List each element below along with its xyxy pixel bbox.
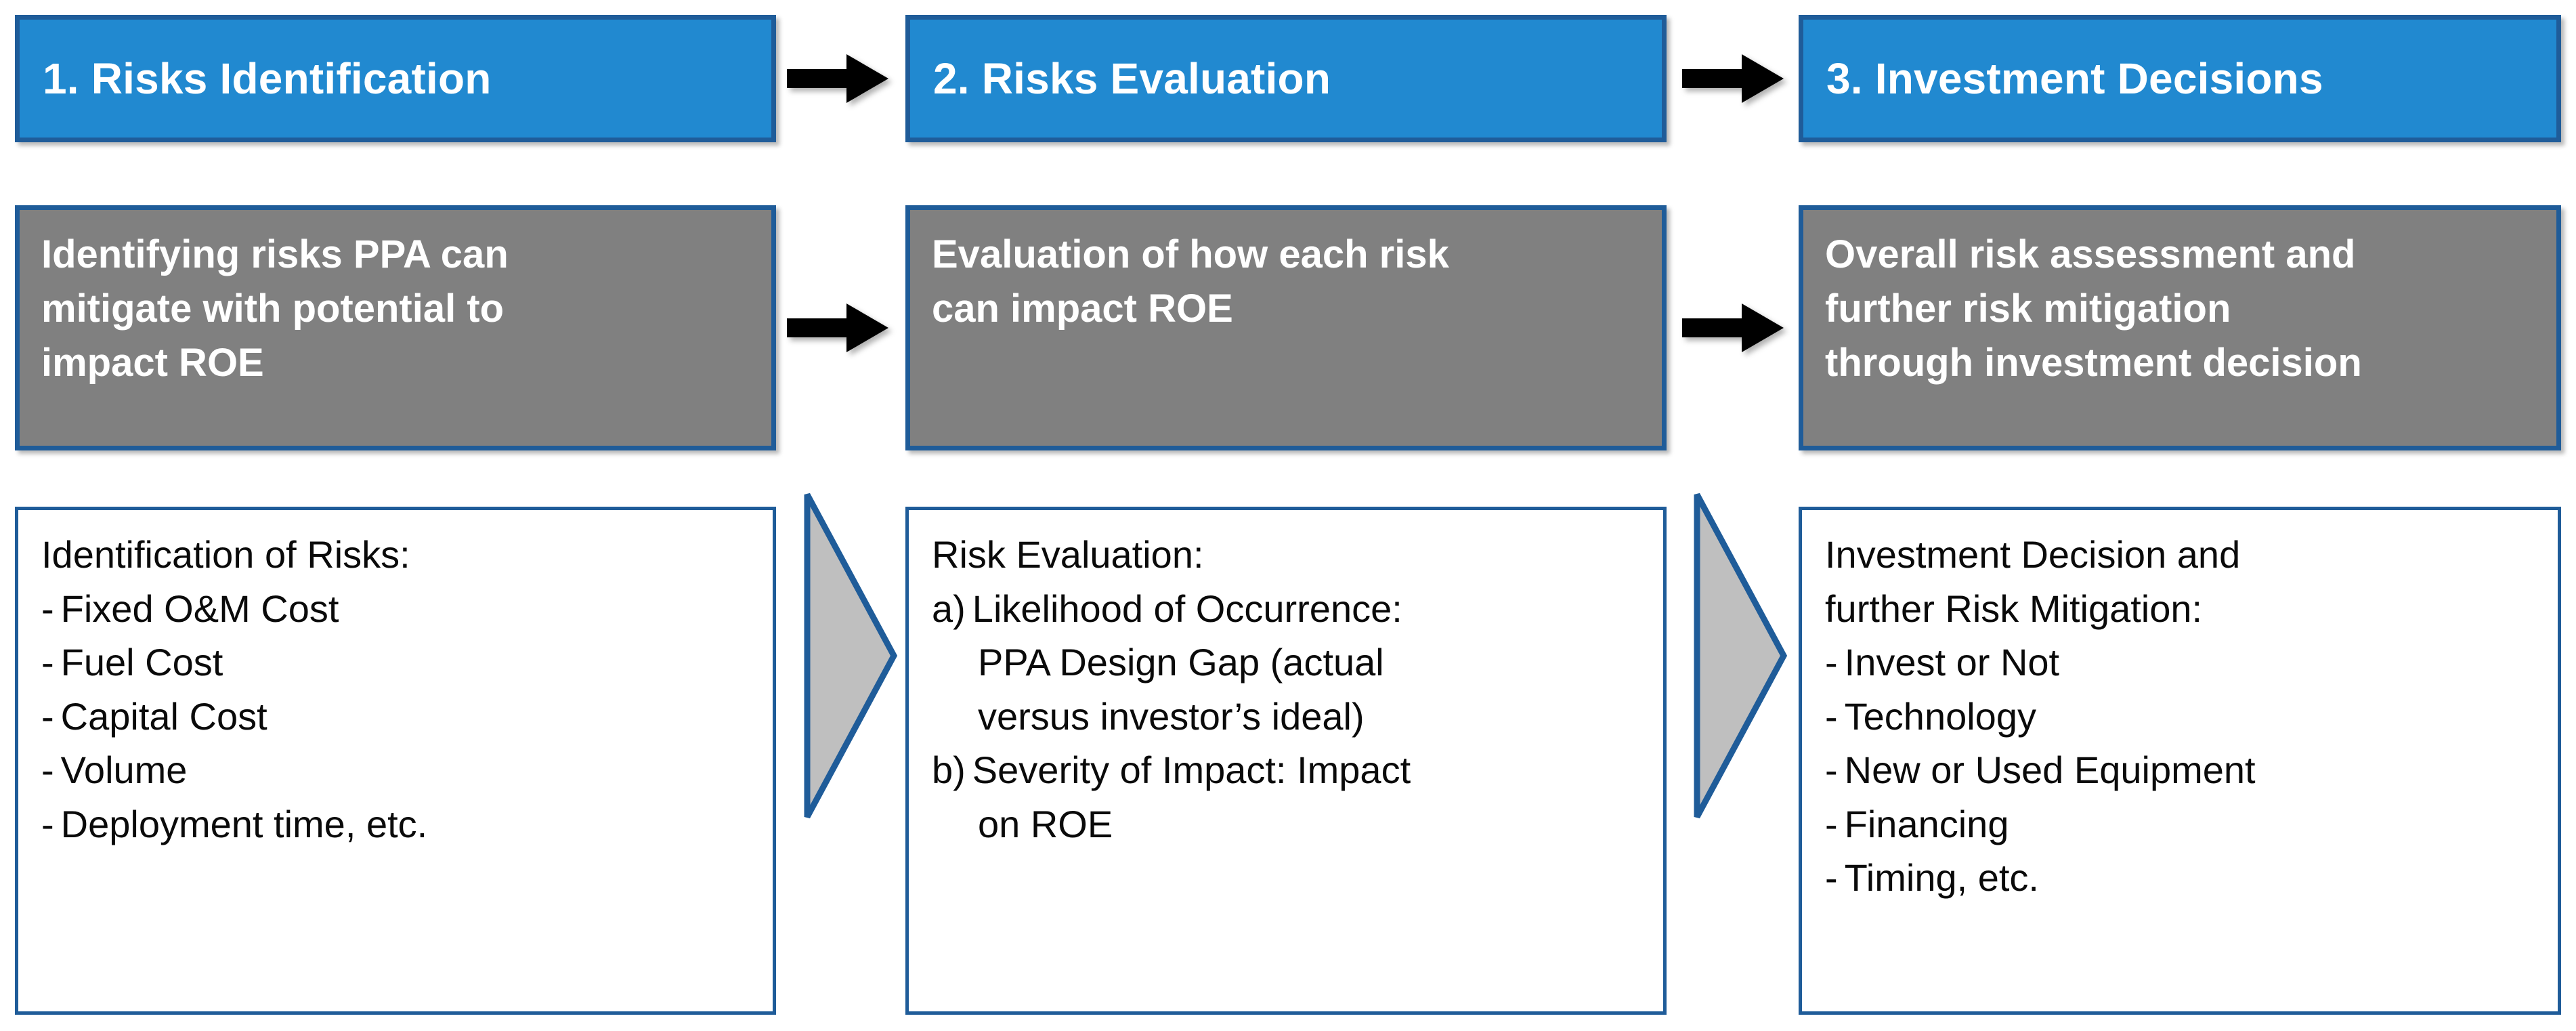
step-box-3: 3. Investment Decisions [1799,15,2561,142]
arrow-step-1-to-2 [787,53,888,104]
list-item: - Fixed O&M Cost [41,582,756,636]
list-item-continuation: versus investor’s ideal) [978,694,1365,738]
detail-heading: Identification of Risks: [41,533,410,576]
list-item: - Invest or Not [1825,635,2541,690]
detail-heading: Risk Evaluation: [932,533,1204,576]
list-marker: - [41,749,54,792]
chevron-detail-2-to-3 [1693,489,1788,822]
description-line: can impact ROE [932,287,1233,331]
list-item: - Financing [1825,797,2541,851]
list-item: - Fuel Cost [41,635,756,690]
right-arrow-icon [1682,303,1784,352]
description-line: impact ROE [41,341,264,385]
step-box-2-label: 2. Risks Evaluation [933,54,1331,103]
list-item-label: New or Used Equipment [1844,749,2256,792]
description-line: Evaluation of how each risk [932,232,1449,276]
step-box-2: 2. Risks Evaluation [905,15,1667,142]
list-item: - Deployment time, etc. [41,797,756,851]
list-marker: b) [932,749,966,792]
list-item: - Volume [41,743,756,797]
list-marker: - [41,802,54,845]
list-marker: - [41,587,54,630]
list-marker: - [1825,856,1838,900]
list-item-label: Financing [1844,802,2009,845]
list-item: a) Likelihood of Occurrence: [932,582,1647,636]
step-box-1: 1. Risks Identification [15,15,776,142]
list-marker: - [41,694,54,738]
detail-heading: Investment Decision and [1825,533,2241,576]
description-box-1: Identifying risks PPA can mitigate with … [15,205,776,450]
list-item-label: Fuel Cost [60,641,223,684]
list-item-label: Volume [60,749,188,792]
detail-heading: further Risk Mitigation: [1825,587,2203,630]
list-marker: - [1825,641,1838,684]
list-item: - Technology [1825,690,2541,744]
right-arrow-icon [787,54,888,103]
list-item: - New or Used Equipment [1825,743,2541,797]
detail-box-3: Investment Decision and further Risk Mit… [1799,507,2561,1015]
arrow-step-2-to-3 [1682,53,1784,104]
description-box-2: Evaluation of how each risk can impact R… [905,205,1667,450]
right-arrow-icon [787,303,888,352]
list-marker: - [1825,802,1838,845]
list-item: - Capital Cost [41,690,756,744]
step-box-3-label: 3. Investment Decisions [1826,54,2323,103]
step-box-1-label: 1. Risks Identification [43,54,492,103]
list-item-label: Timing, etc. [1844,856,2039,900]
list-item-label: Capital Cost [60,694,267,738]
arrow-desc-2-to-3 [1682,302,1784,354]
list-item-label: Likelihood of Occurrence: [972,587,1402,630]
description-line: Overall risk assessment and [1825,232,2356,276]
list-item-label: Technology [1844,694,2036,738]
list-item-continuation: on ROE [978,802,1113,845]
description-line: further risk mitigation [1825,287,2231,331]
description-line: through investment decision [1825,341,2362,385]
arrow-desc-1-to-2 [787,302,888,354]
list-marker: - [41,641,54,684]
list-item-continuation: PPA Design Gap (actual [978,641,1384,684]
description-box-3: Overall risk assessment and further risk… [1799,205,2561,450]
right-chevron-icon [804,492,898,819]
list-item: b) Severity of Impact: Impact [932,743,1647,797]
right-chevron-icon [1694,492,1788,819]
list-marker: - [1825,749,1838,792]
right-arrow-icon [1682,54,1784,103]
list-item: - Timing, etc. [1825,851,2541,905]
chevron-detail-1-to-2 [803,489,898,822]
list-item-label: Fixed O&M Cost [60,587,339,630]
list-item-label: Invest or Not [1844,641,2060,684]
description-line: Identifying risks PPA can [41,232,509,276]
detail-box-2: Risk Evaluation: a) Likelihood of Occurr… [905,507,1667,1015]
list-item-label: Deployment time, etc. [60,802,428,845]
detail-box-1: Identification of Risks: - Fixed O&M Cos… [15,507,776,1015]
list-marker: a) [932,587,966,630]
list-marker: - [1825,694,1838,738]
description-line: mitigate with potential to [41,287,505,331]
list-item-label: Severity of Impact: Impact [972,749,1411,792]
